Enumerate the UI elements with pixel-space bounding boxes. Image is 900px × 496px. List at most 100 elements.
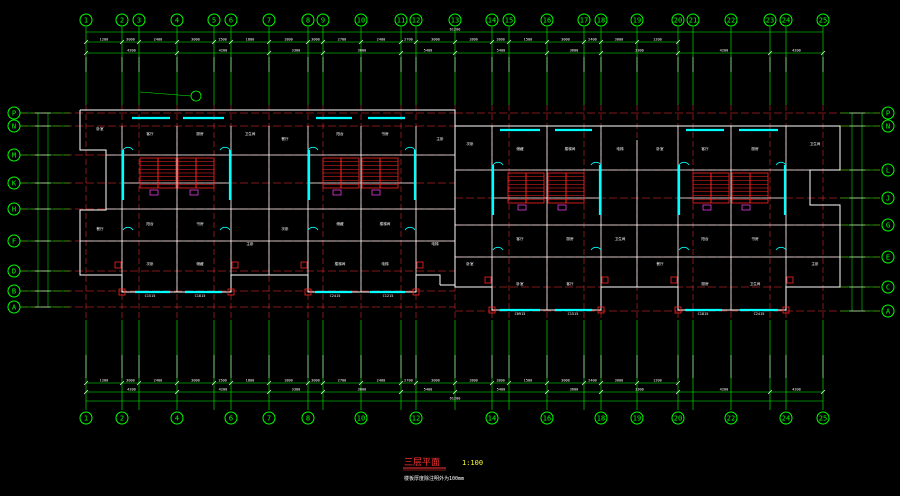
axis-bubble-circle xyxy=(881,250,895,264)
axis-bubble-circle xyxy=(354,13,368,27)
axis-bubble-label: 18 xyxy=(597,415,605,423)
dim-top-2-tick xyxy=(675,50,681,56)
dim-bot-1-label: 1200 xyxy=(100,379,109,383)
axis-bubble-left: K xyxy=(7,176,21,190)
dim-bot-2-tick xyxy=(266,389,272,395)
drawing-title: 三层平面 xyxy=(404,457,440,468)
dim-top-1-label: 1800 xyxy=(496,38,505,42)
axis-bubble-label: G xyxy=(886,222,890,230)
dim-overall-top-label: 61200 xyxy=(450,28,461,32)
axis-bubble-label: F xyxy=(12,238,16,246)
room-label: 厨房 xyxy=(701,281,709,286)
axis-bubble-label: 25 xyxy=(819,17,827,25)
axis-bubble-circle xyxy=(881,106,895,120)
grid-lines xyxy=(20,27,880,410)
axis-bubble-circle xyxy=(671,411,685,425)
axis-bubble-label: 12 xyxy=(412,415,420,423)
column-marker xyxy=(231,261,239,269)
column-marker xyxy=(670,276,678,284)
axis-bubble-circle xyxy=(394,13,408,27)
dim-bot-1-label: 1200 xyxy=(653,379,662,383)
detail-callout-leader xyxy=(139,91,192,97)
dim-bot-1-label: 2400 xyxy=(154,379,163,383)
axis-bubble-label: A xyxy=(886,308,891,316)
axis-bubble-bottom: 25 xyxy=(816,411,830,425)
dim-top-2-tick xyxy=(820,50,826,56)
axis-bubble-circle xyxy=(301,411,315,425)
axis-bubble-top: 13 xyxy=(448,13,462,27)
dim-top-1-label: 2400 xyxy=(154,38,163,42)
room-label: 楼梯间 xyxy=(565,146,576,151)
fixture xyxy=(149,189,159,196)
axis-bubble-top: 20 xyxy=(671,13,685,27)
axis-bubble-circle xyxy=(540,411,554,425)
axis-bubble-circle xyxy=(7,300,21,314)
dim-bot-1-label: 3000 xyxy=(561,379,570,383)
axis-bubble-label: 14 xyxy=(488,17,496,25)
axis-bubble-label: 9 xyxy=(321,17,325,25)
axis-bubble-circle xyxy=(540,13,554,27)
axis-bubble-circle xyxy=(262,13,276,27)
axis-bubble-circle xyxy=(207,13,221,27)
dim-top-1-tick xyxy=(398,39,404,45)
axis-bubble-circle xyxy=(7,264,21,278)
room-label: 餐厅 xyxy=(656,261,664,266)
dim-top-2-label: 3300 xyxy=(635,49,644,53)
room-label: 次卧 xyxy=(281,226,289,231)
column-marker xyxy=(601,276,609,284)
dim-top-1-label: 2400 xyxy=(377,38,386,42)
dim-bot-1-label: 1500 xyxy=(218,379,227,383)
axis-bubble-right: G xyxy=(881,218,895,232)
axis-bubble-label: 1 xyxy=(84,415,88,423)
dim-bot-1-tick xyxy=(675,380,681,386)
axis-bubble-circle xyxy=(7,148,21,162)
axis-bubble-top: 3 xyxy=(132,13,146,27)
room-label: 电梯 xyxy=(381,261,389,266)
axis-bubble-bottom: 8 xyxy=(301,411,315,425)
axis-bubble-left: N xyxy=(7,119,21,133)
dim-top-1-label: 1800 xyxy=(469,38,478,42)
room-label: 楼梯间 xyxy=(335,261,346,266)
dim-top-1-label: 1500 xyxy=(218,38,227,42)
axis-bubble-circle xyxy=(409,411,423,425)
dim-top-1-tick xyxy=(136,39,142,45)
axis-bubble-circle xyxy=(224,411,238,425)
room-label: 卧室 xyxy=(466,261,474,266)
column-marker xyxy=(114,261,122,269)
dim-top-1-tick xyxy=(489,39,495,45)
axis-bubble-circle xyxy=(7,106,21,120)
dim-bot-1-label: 1800 xyxy=(496,379,505,383)
dim-top-1-tick xyxy=(320,39,326,45)
dim-overall-bottom-label: 61200 xyxy=(450,397,461,401)
dim-top-2-tick xyxy=(320,50,326,56)
dim-top-2-label: 5400 xyxy=(497,49,506,53)
dim-top-2-tick xyxy=(266,50,272,56)
door-swing xyxy=(219,226,231,231)
dim-bot-1-tick xyxy=(489,380,495,386)
door-swing xyxy=(590,246,602,251)
door-swing xyxy=(678,246,690,251)
dim-top-2-label: 3600 xyxy=(570,49,579,53)
column-marker xyxy=(786,276,794,284)
room-label: 厨房 xyxy=(566,236,574,241)
axis-bubble-label: 24 xyxy=(782,17,790,25)
fixture xyxy=(189,189,199,196)
axis-bubble-right: E xyxy=(881,250,895,264)
dim-top-1-tick xyxy=(675,39,681,45)
dim-top-1-label: 1500 xyxy=(524,38,533,42)
left-wing-top xyxy=(80,109,456,286)
room-label: 卫生间 xyxy=(810,141,821,146)
room-label: 主卧 xyxy=(436,136,444,141)
axis-bubble-label: 22 xyxy=(727,17,735,25)
axis-bubble-label: 10 xyxy=(357,415,365,423)
axis-bubble-bottom: 20 xyxy=(671,411,685,425)
dim-bot-1-tick xyxy=(228,380,234,386)
dim-top-1-label: 3000 xyxy=(561,38,570,42)
room-label: 储藏 xyxy=(196,261,204,266)
axis-bubble-label: 10 xyxy=(357,17,365,25)
axis-bubble-top: 14 xyxy=(485,13,499,27)
axis-bubble-label: 19 xyxy=(633,415,641,423)
axis-bubble-label: 21 xyxy=(689,17,697,25)
dim-bot-2-label: 3300 xyxy=(635,388,644,392)
